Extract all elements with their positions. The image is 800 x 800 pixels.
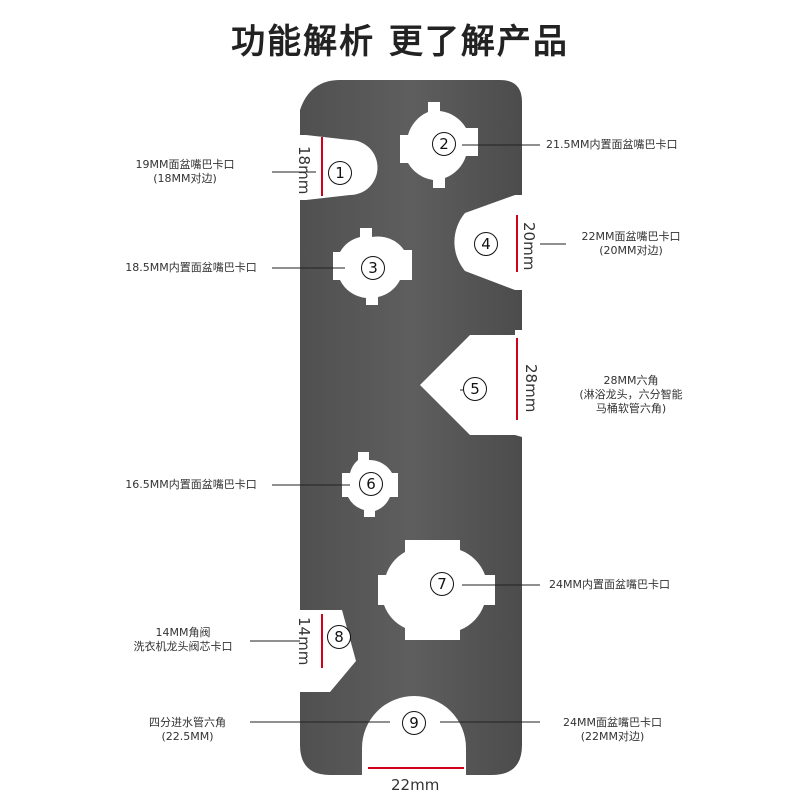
- dim-18mm: 18mm: [295, 146, 313, 195]
- dimension-lines: [321, 137, 518, 769]
- page-title: 功能解析 更了解产品: [231, 22, 569, 62]
- label-9-right: 24MM面盆嘴巴卡口 (22MM对边): [563, 716, 662, 743]
- marker-5: 5: [463, 377, 487, 401]
- label-5: 28MM六角 (淋浴龙头，六分智能 马桶软管六角): [579, 374, 683, 415]
- marker-1: 1: [328, 161, 352, 185]
- marker-7: 7: [430, 572, 454, 596]
- dim-22mm: 22mm: [391, 776, 440, 794]
- marker-9: 9: [402, 711, 426, 735]
- label-3: 18.5MM内置面盆嘴巴卡口: [125, 261, 257, 274]
- label-9-left: 四分进水管六角 (22.5MM): [149, 716, 226, 743]
- label-7: 24MM内置面盆嘴巴卡口: [549, 578, 670, 591]
- dim-20mm: 20mm: [520, 222, 538, 271]
- label-1: 19MM面盆嘴巴卡口 (18MM对边): [135, 158, 235, 185]
- marker-2: 2: [432, 132, 456, 156]
- marker-8: 8: [327, 625, 351, 649]
- marker-6: 6: [359, 472, 383, 496]
- dim-14mm: 14mm: [295, 617, 313, 666]
- label-4: 22MM面盆嘴巴卡口 (20MM对边): [581, 230, 681, 257]
- label-2: 21.5MM内置面盆嘴巴卡口: [546, 138, 678, 151]
- marker-4: 4: [474, 232, 498, 256]
- label-8: 14MM角阀 洗衣机龙头阀芯卡口: [133, 626, 233, 653]
- label-6: 16.5MM内置面盆嘴巴卡口: [125, 478, 257, 491]
- wrench-body: [300, 80, 522, 775]
- dim-28mm: 28mm: [522, 364, 540, 413]
- marker-3: 3: [361, 256, 385, 280]
